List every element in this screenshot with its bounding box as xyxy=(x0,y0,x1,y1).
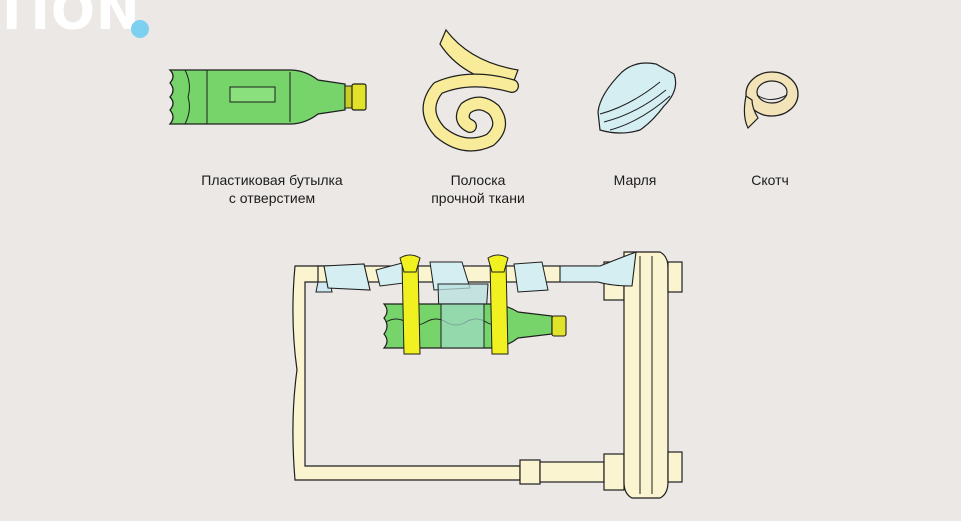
caption-line: Пластиковая бутылка xyxy=(201,172,343,188)
gauze-icon xyxy=(597,62,677,134)
caption-line: Марля xyxy=(613,172,657,188)
caption-fabric-strip: Полоска прочной ткани xyxy=(413,171,543,207)
caption-gauze: Марля xyxy=(595,171,675,189)
assembled-device xyxy=(292,251,683,499)
caption-tape: Скотч xyxy=(730,171,810,189)
tape-icon xyxy=(743,71,799,130)
caption-line: прочной ткани xyxy=(431,190,525,206)
caption-plastic-bottle: Пластиковая бутылка с отверстием xyxy=(186,171,358,207)
logo-text: TION xyxy=(0,0,141,42)
logo-dot xyxy=(131,20,149,38)
caption-line: Полоска xyxy=(450,172,506,188)
fabric-strip-icon xyxy=(422,28,519,152)
caption-line: Скотч xyxy=(751,172,789,188)
caption-line: с отверстием xyxy=(228,190,316,206)
plastic-bottle-icon xyxy=(168,69,367,125)
